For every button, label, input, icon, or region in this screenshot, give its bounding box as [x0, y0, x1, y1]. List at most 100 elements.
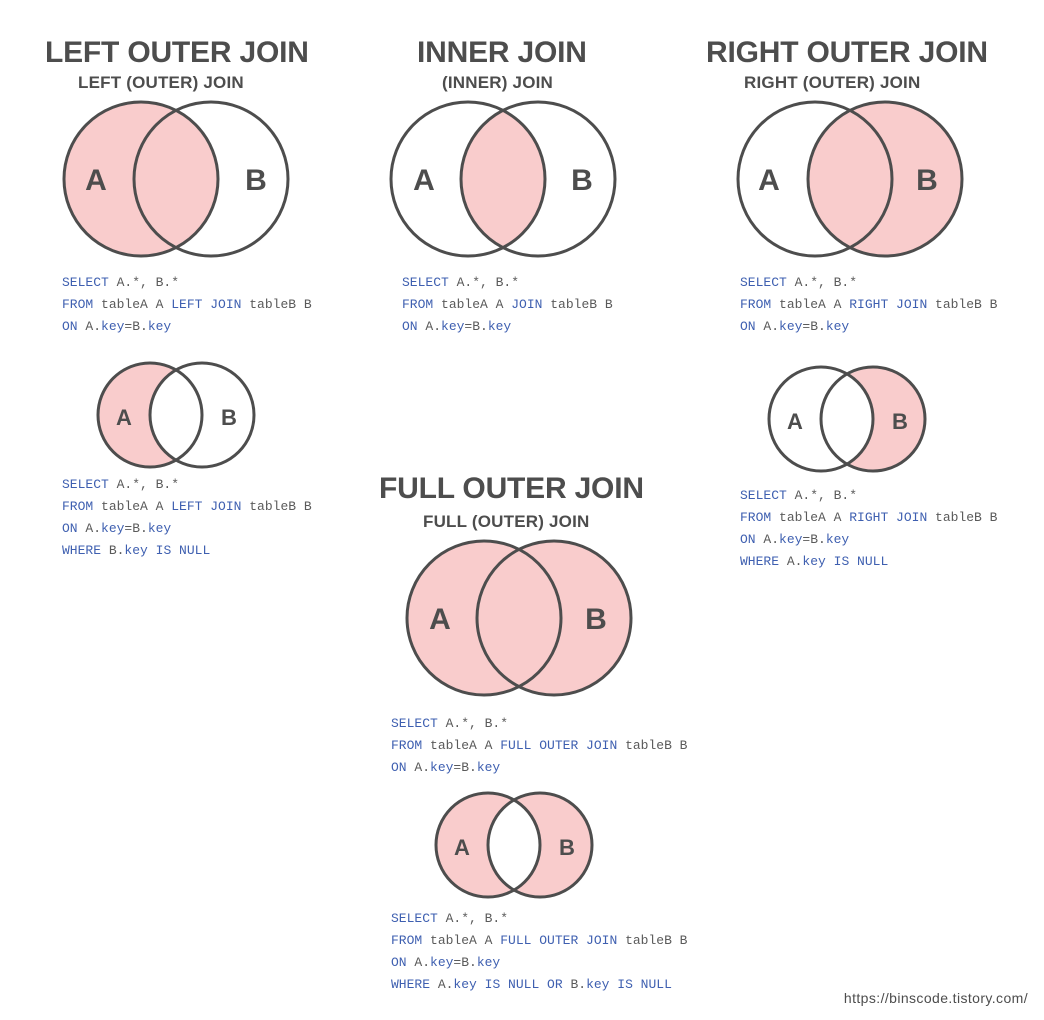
- intersection-fill: [134, 102, 218, 256]
- label-b: B: [916, 164, 938, 197]
- sql-keyword: FROM: [391, 738, 423, 753]
- sql-line: ON A.key=B.key: [62, 518, 312, 540]
- sql-keyword: SELECT: [62, 275, 109, 290]
- footer-url: https://binscode.tistory.com/: [843, 990, 1028, 1006]
- sql-keyword: FROM: [740, 510, 772, 525]
- label-b: B: [221, 405, 237, 430]
- circle-a-outline: [736, 100, 894, 258]
- sql-keyword: key: [101, 521, 125, 536]
- sql-keyword: WHERE: [391, 977, 431, 992]
- sql-keyword: IS NULL: [617, 977, 672, 992]
- right-outer-join-venn: A B: [724, 98, 984, 268]
- sql-line: ON A.key=B.key: [62, 316, 312, 338]
- right-excluding-join-venn: A B: [757, 362, 937, 480]
- full-outer-join-sql: SELECT A.*, B.*FROM tableA A FULL OUTER …: [391, 713, 687, 779]
- venn-diagram-svg: A B: [767, 365, 927, 473]
- sql-keyword: RIGHT JOIN: [849, 510, 928, 525]
- label-a: A: [413, 164, 435, 197]
- sql-identifier: tableB B: [241, 499, 312, 514]
- intersection-fill: [150, 363, 202, 467]
- section-title: RIGHT OUTER JOIN: [706, 36, 988, 69]
- sql-identifier: =B.: [124, 319, 148, 334]
- venn-diagram-svg: A B: [389, 100, 617, 258]
- sql-identifier: tableA A: [422, 738, 501, 753]
- circle-a-outline: [767, 365, 875, 473]
- sql-line: SELECT A.*, B.*: [391, 908, 687, 930]
- circle-b-outline: [806, 100, 964, 258]
- sql-identifier: A.: [406, 760, 431, 775]
- sql-keyword: WHERE: [740, 554, 780, 569]
- left-outer-join-venn: A B: [44, 98, 308, 268]
- sql-identifier: tableA A: [422, 933, 501, 948]
- sql-keyword: SELECT: [740, 275, 787, 290]
- section-full-outer-join-subtitle-wrap: FULL (OUTER) JOIN: [423, 513, 589, 530]
- sql-keyword: key: [101, 319, 125, 334]
- sql-keyword: key: [802, 554, 826, 569]
- sql-keyword: IS NULL OR: [484, 977, 563, 992]
- sql-identifier: tableB B: [617, 738, 688, 753]
- sql-line: FROM tableA A LEFT JOIN tableB B: [62, 294, 312, 316]
- venn-diagram-svg: A B: [434, 791, 594, 899]
- label-a: A: [116, 405, 132, 430]
- sql-line: SELECT A.*, B.*: [391, 713, 687, 735]
- label-a: A: [454, 835, 470, 860]
- sql-identifier: =B.: [124, 521, 148, 536]
- sql-identifier: A.: [755, 532, 780, 547]
- venn-diagram-svg: A B: [736, 100, 964, 258]
- section-right-outer-join: RIGHT OUTER JOIN: [706, 38, 988, 68]
- section-inner-join: INNER JOIN: [417, 38, 587, 68]
- sql-identifier: tableA A: [93, 297, 172, 312]
- sql-keyword: ON: [740, 532, 756, 547]
- sql-keyword: key: [147, 521, 172, 536]
- circle-a-outline: [434, 791, 542, 899]
- section-subtitle: RIGHT (OUTER) JOIN: [744, 73, 921, 92]
- sql-identifier: A.: [417, 319, 442, 334]
- sql-line: WHERE A.key IS NULL: [740, 551, 997, 573]
- sql-keyword: ON: [740, 319, 756, 334]
- circle-b-outline: [486, 791, 594, 899]
- sql-line: ON A.key=B.key: [740, 529, 997, 551]
- sql-line: SELECT A.*, B.*: [740, 272, 997, 294]
- sql-keyword: ON: [402, 319, 418, 334]
- sql-line: SELECT A.*, B.*: [402, 272, 613, 294]
- label-a: A: [429, 603, 451, 636]
- circle-b-outline: [475, 539, 633, 697]
- circle-b-outline: [459, 100, 617, 258]
- circle-a-outline: [96, 361, 204, 469]
- sql-identifier: A.: [77, 521, 102, 536]
- intersection-fill: [821, 367, 873, 471]
- label-a: A: [787, 409, 803, 434]
- sql-keyword: key: [124, 543, 148, 558]
- full-excluding-join-venn: A B: [424, 788, 604, 906]
- sql-identifier: [477, 977, 485, 992]
- circle-a-outline: [389, 100, 547, 258]
- sql-keyword: IS NULL: [833, 554, 889, 569]
- sql-keyword: key: [825, 532, 850, 547]
- sql-keyword: FROM: [402, 297, 434, 312]
- sql-identifier: =B.: [453, 760, 477, 775]
- sql-identifier: tableB B: [241, 297, 312, 312]
- sql-identifier: [826, 554, 834, 569]
- section-inner-join-subtitle-wrap: (INNER) JOIN: [442, 74, 553, 91]
- label-b: B: [245, 164, 267, 197]
- left-excluding-join-venn: A B: [86, 358, 266, 476]
- sql-identifier: =B.: [802, 532, 826, 547]
- circle-b-outline: [132, 100, 290, 258]
- sql-line: FROM tableA A LEFT JOIN tableB B: [62, 496, 312, 518]
- sql-keyword: SELECT: [740, 488, 787, 503]
- sql-identifier: =B.: [464, 319, 488, 334]
- sql-keyword: FROM: [391, 933, 423, 948]
- sql-keyword: FULL OUTER JOIN: [500, 933, 618, 948]
- sql-identifier: tableB B: [927, 297, 998, 312]
- sql-keyword: key: [430, 955, 454, 970]
- section-full-outer-join: FULL OUTER JOIN: [379, 474, 644, 504]
- left-outer-join-sql: SELECT A.*, B.*FROM tableA A LEFT JOIN t…: [62, 272, 312, 338]
- sql-identifier: tableB B: [542, 297, 613, 312]
- sql-line: FROM tableA A RIGHT JOIN tableB B: [740, 294, 997, 316]
- right-outer-join-sql: SELECT A.*, B.*FROM tableA A RIGHT JOIN …: [740, 272, 997, 338]
- venn-diagram-svg: A B: [62, 100, 290, 258]
- sql-keyword: FROM: [740, 297, 772, 312]
- sql-keyword: SELECT: [391, 911, 438, 926]
- section-subtitle: LEFT (OUTER) JOIN: [78, 73, 244, 92]
- intersection-fill: [808, 102, 892, 256]
